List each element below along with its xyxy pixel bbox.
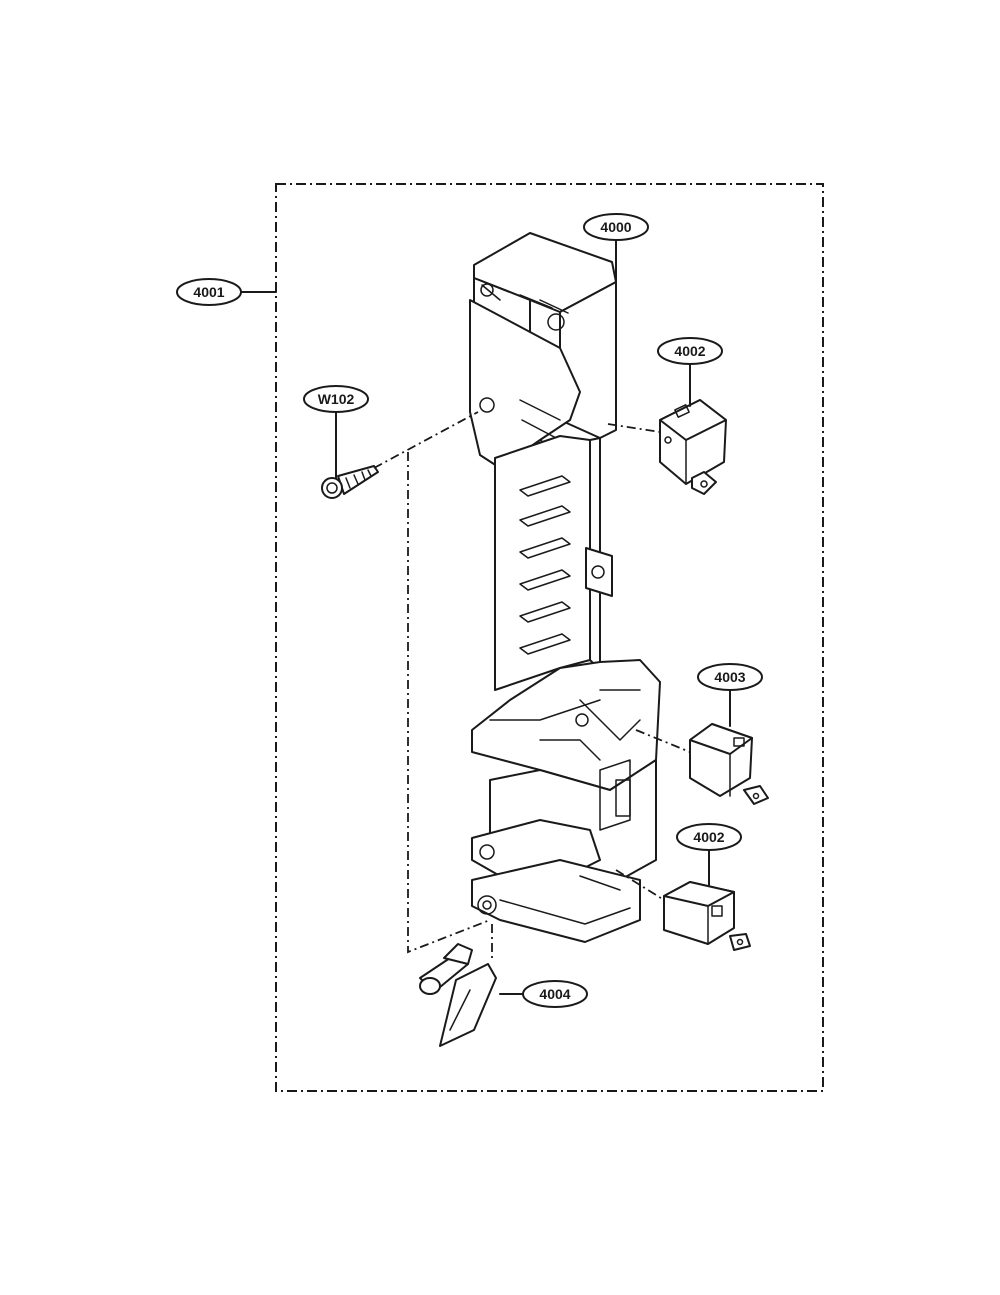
assembly-frame (275, 183, 824, 1092)
callout-latch-board[interactable]: 4000 (583, 213, 649, 241)
callout-latch-board-label: 4000 (600, 219, 631, 235)
micro-switch-middle (689, 723, 769, 805)
callout-screw-label: W102 (318, 391, 355, 407)
callout-switch-lower-label: 4002 (693, 829, 724, 845)
callout-switch-upper[interactable]: 4002 (657, 337, 723, 365)
micro-switch-lower (663, 881, 751, 951)
pivot-guide-line (407, 452, 491, 954)
callout-screw[interactable]: W102 (303, 385, 369, 413)
callout-switch-middle-label: 4003 (714, 669, 745, 685)
screw-w102 (321, 465, 379, 499)
callout-lever[interactable]: 4004 (522, 980, 588, 1008)
callout-assembly[interactable]: 4001 (176, 278, 242, 306)
lever-4004 (419, 943, 497, 1047)
callout-switch-upper-label: 4002 (674, 343, 705, 359)
latch-board (469, 232, 661, 943)
callout-switch-lower[interactable]: 4002 (676, 823, 742, 851)
micro-switch-upper (659, 399, 727, 495)
callout-lever-label: 4004 (539, 986, 570, 1002)
switch-upper-insert-line (607, 423, 661, 433)
callout-switch-middle[interactable]: 4003 (697, 663, 763, 691)
callout-assembly-label: 4001 (193, 284, 224, 300)
screw-insert-line (373, 411, 479, 469)
